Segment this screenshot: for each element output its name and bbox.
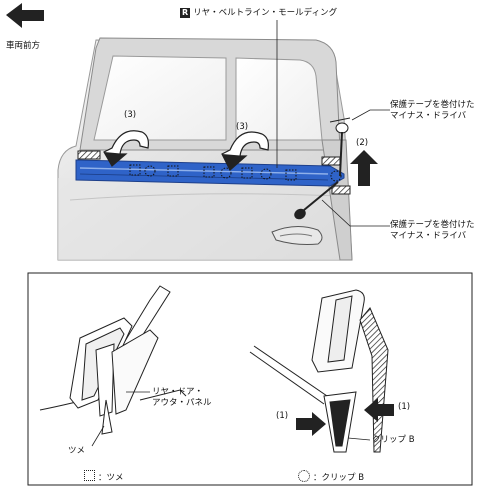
legend-clip-text: ：クリップ B <box>313 473 365 483</box>
curved-arrow-left-icon <box>103 130 149 167</box>
panel-label-line1: リヤ・ドア・ <box>152 387 204 397</box>
step-2-label: (2) <box>356 138 369 148</box>
step-3-left-label: (3) <box>124 110 137 120</box>
panel-label-line2: アウタ・パネル <box>152 398 212 408</box>
curved-arrow-right-icon <box>221 131 269 171</box>
tool-label-upper-line2: マイナス・ドライバ <box>390 111 467 121</box>
step-1-left-label: (1) <box>276 411 289 421</box>
rear-door-illustration <box>57 37 353 261</box>
panel-label: リヤ・ドア・ アウタ・パネル <box>152 387 212 409</box>
legend-claw-marker <box>84 470 95 481</box>
part-title-text: リヤ・ベルトライン・モールディング <box>193 8 338 18</box>
claw-markers <box>129 164 297 181</box>
legend-claw-text: ：ツメ <box>98 473 124 483</box>
claw-label: ツメ <box>68 446 86 456</box>
clip-push-arrow-right-icon <box>364 398 394 422</box>
forward-label: 車両前方 <box>6 41 41 51</box>
leader-lines <box>276 20 390 227</box>
legend-clip: ：クリップ B <box>298 470 364 484</box>
legend-clip-marker <box>298 470 310 482</box>
clip-push-arrow-left-icon <box>296 412 326 436</box>
tool-label-lower-line2: マイナス・ドライバ <box>390 231 467 241</box>
tool-label-upper-line1: 保護テープを巻付けた <box>390 100 475 110</box>
up-arrow-icon <box>350 150 378 186</box>
screwdriver-upper-icon <box>329 117 351 177</box>
tool-label-lower: 保護テープを巻付けた マイナス・ドライバ <box>390 220 475 242</box>
right-detail-leaders <box>347 437 371 441</box>
screwdriver-lower-icon <box>294 181 339 220</box>
forward-arrow-icon <box>6 3 44 28</box>
step-3-right-label: (3) <box>236 122 249 132</box>
tool-label-lower-line1: 保護テープを巻付けた <box>390 220 475 230</box>
step-1-right-label: (1) <box>398 402 411 412</box>
left-detail-illustration <box>39 285 187 435</box>
tool-label-upper: 保護テープを巻付けた マイナス・ドライバ <box>390 100 475 122</box>
legend-claw: ：ツメ <box>84 470 124 484</box>
left-detail-leaders <box>91 391 150 447</box>
detail-frame <box>27 272 473 486</box>
clip-label: クリップ B <box>372 435 415 445</box>
rh-badge: R <box>180 8 191 18</box>
